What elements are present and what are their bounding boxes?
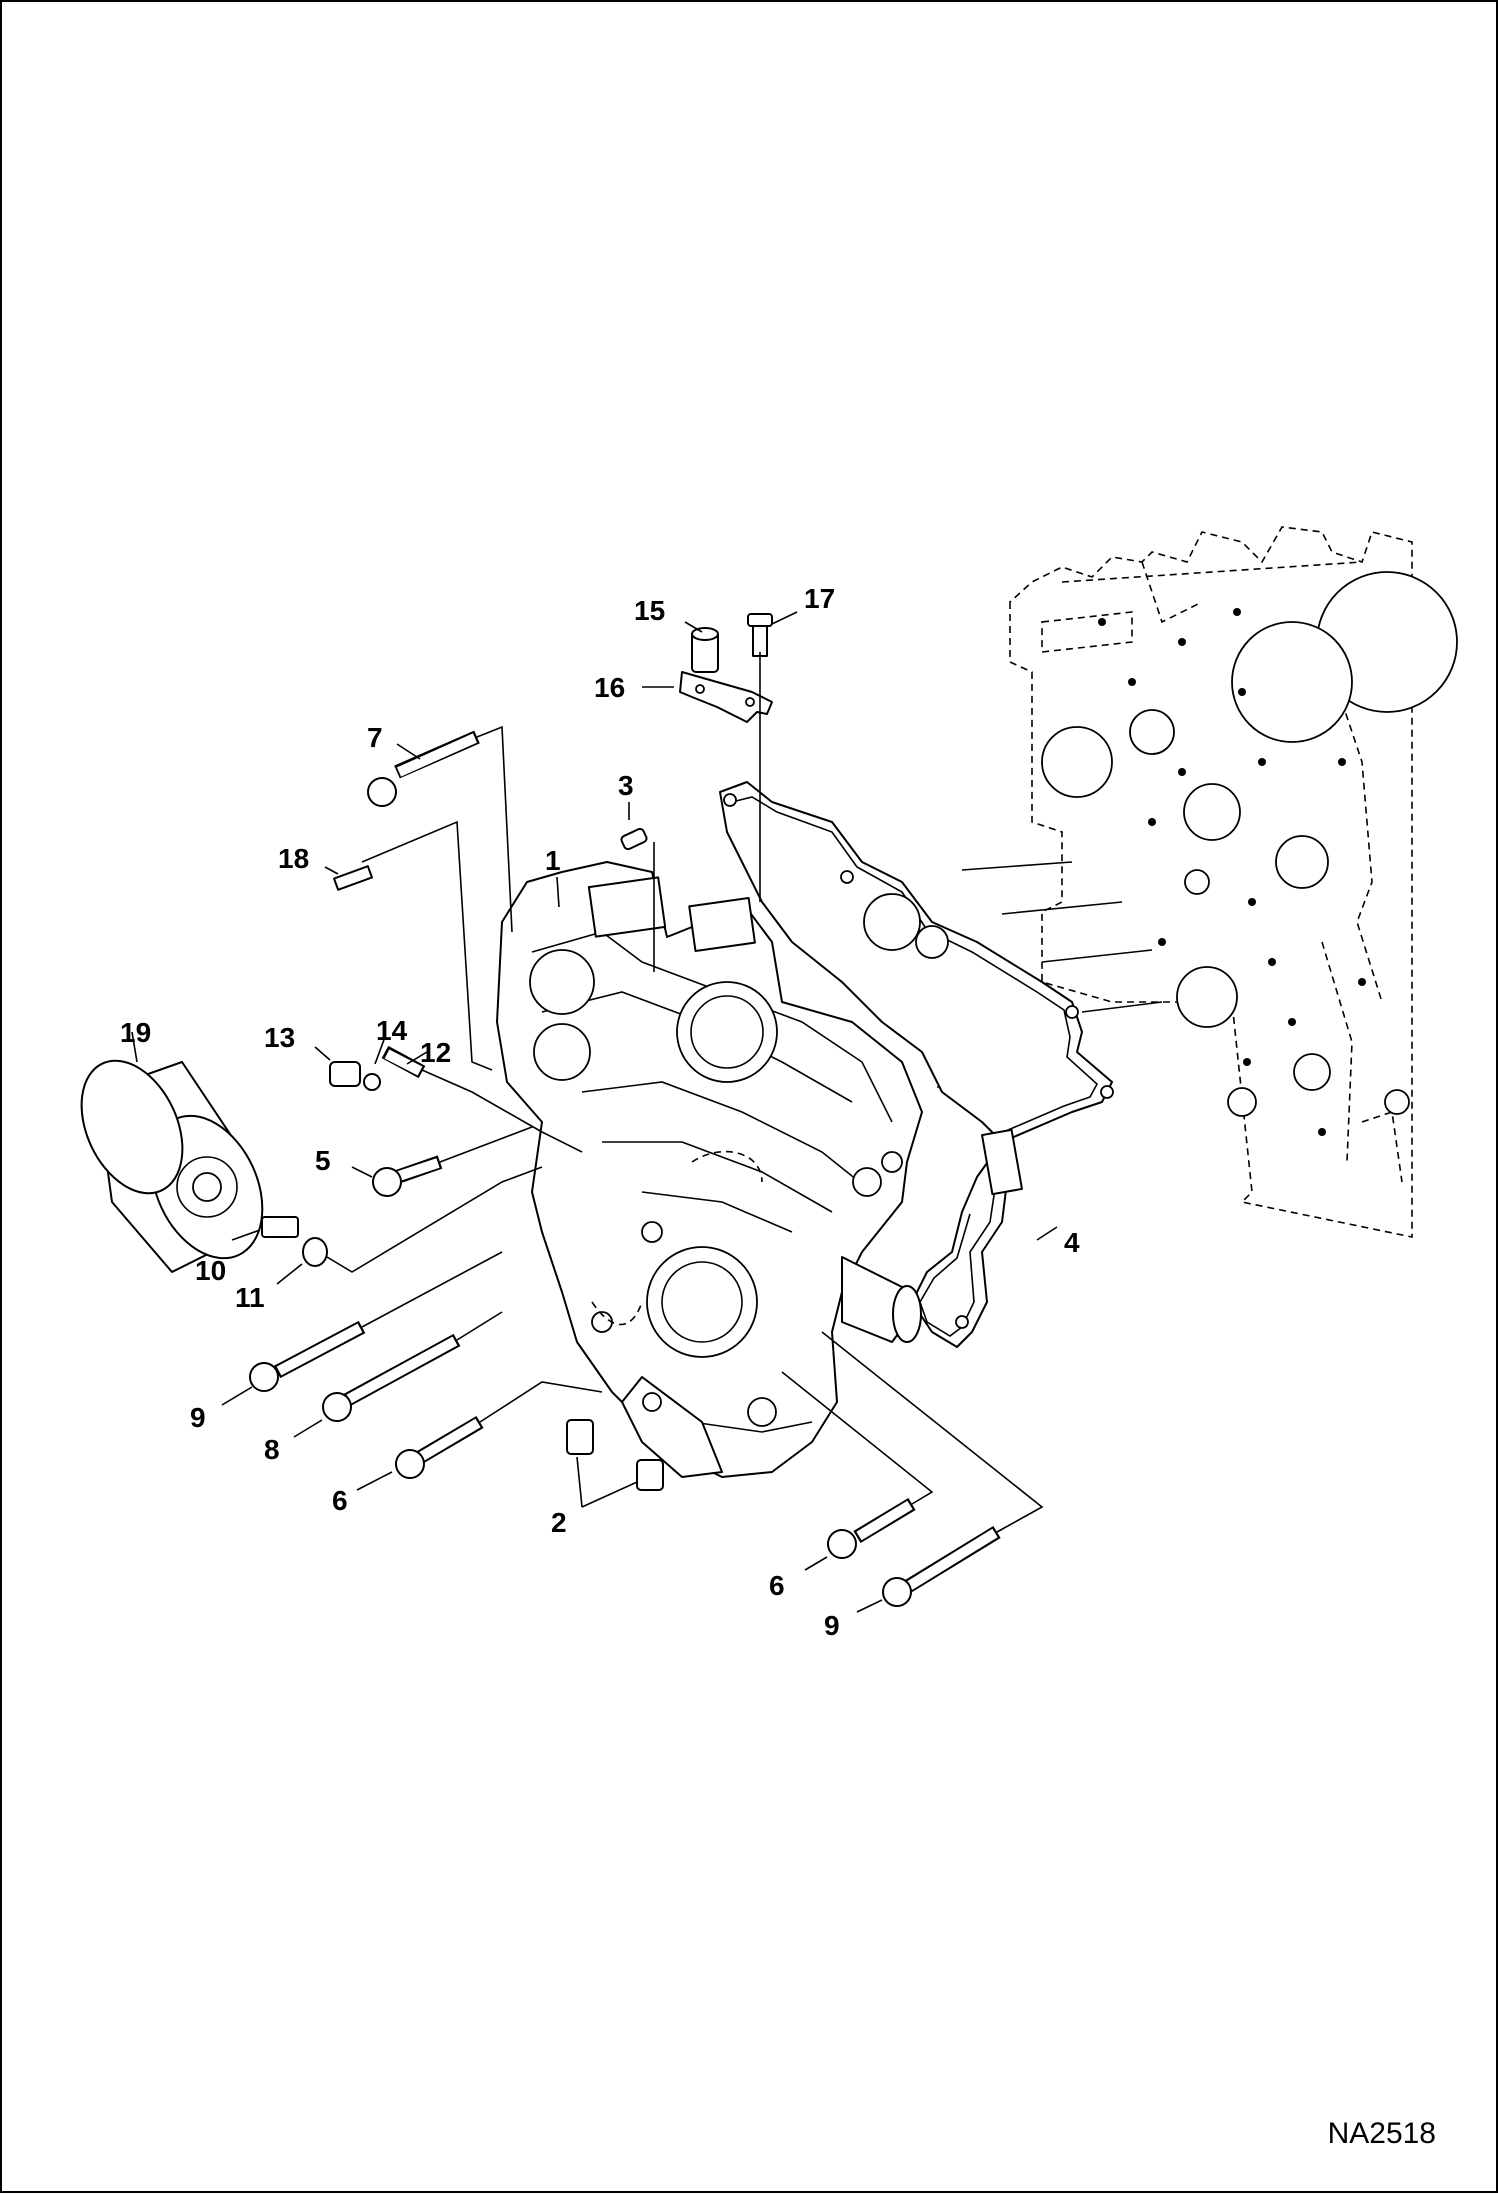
callout-11: 11 xyxy=(235,1282,265,1313)
callout-9a: 9 xyxy=(190,1402,206,1433)
callout-9b: 9 xyxy=(824,1610,840,1641)
cover-plate xyxy=(679,671,773,723)
callout-14: 14 xyxy=(376,1015,408,1046)
bolt-9b xyxy=(882,1526,1001,1607)
bolt-6a xyxy=(395,1415,484,1479)
pin-3 xyxy=(620,827,648,851)
engine-block-bores xyxy=(1041,571,1458,1117)
callout-12: 12 xyxy=(420,1037,451,1068)
callout-13: 13 xyxy=(264,1022,295,1053)
bolt-5 xyxy=(372,1155,443,1197)
water-outlet-pipe xyxy=(841,1256,922,1343)
stud-18 xyxy=(333,865,373,891)
callout-3: 3 xyxy=(618,770,634,801)
engine-block-small-holes xyxy=(1098,608,1366,1136)
callout-16: 16 xyxy=(594,672,625,703)
plug-2a xyxy=(566,1419,594,1455)
callout-5: 5 xyxy=(315,1145,331,1176)
gasket xyxy=(719,781,1114,1348)
callout-17: 17 xyxy=(804,583,835,614)
callout-15: 15 xyxy=(634,595,665,626)
plug xyxy=(691,627,719,673)
plug-2b xyxy=(636,1459,664,1491)
leader-lines xyxy=(131,611,1058,1613)
filter-o-ring xyxy=(302,1237,328,1267)
filter-nipple xyxy=(261,1216,299,1238)
bolt-9a xyxy=(249,1320,366,1392)
callout-6b: 6 xyxy=(769,1570,785,1601)
callout-2: 2 xyxy=(551,1507,567,1538)
callout-18: 18 xyxy=(278,843,309,874)
callout-6a: 6 xyxy=(332,1485,348,1516)
oil-filter xyxy=(80,1059,264,1273)
plate-bolt xyxy=(747,613,773,657)
valve-13 xyxy=(329,1061,361,1087)
callout-8: 8 xyxy=(264,1434,280,1465)
engine-block-outline xyxy=(1009,526,1413,1238)
gear-case-cover xyxy=(496,861,923,1478)
callout-labels: 1 2 3 4 5 6 6 7 8 9 9 10 11 12 13 14 15 … xyxy=(120,583,1080,1641)
callout-7: 7 xyxy=(367,722,383,753)
spring-12 xyxy=(381,1045,426,1079)
callout-4: 4 xyxy=(1064,1227,1080,1258)
figure-code: NA2518 xyxy=(1327,2117,1436,2150)
ball-14 xyxy=(363,1073,381,1091)
bolt-7 xyxy=(367,730,480,807)
bolt-6b xyxy=(827,1497,916,1559)
callout-10: 10 xyxy=(195,1255,226,1286)
callout-1: 1 xyxy=(545,845,561,876)
cover-bottom-flange xyxy=(621,1376,723,1478)
callout-19: 19 xyxy=(120,1017,151,1048)
bolt-8 xyxy=(322,1333,461,1422)
